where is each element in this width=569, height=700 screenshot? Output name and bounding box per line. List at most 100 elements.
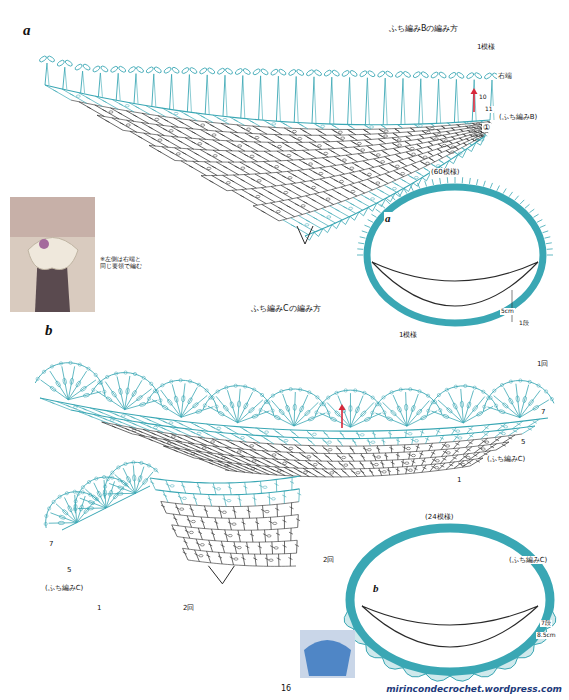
puff-stitch (106, 396, 113, 402)
chain-stitch (479, 135, 483, 137)
chart-note: 2回 (322, 556, 335, 564)
stitch-stroke (204, 162, 228, 175)
stitch-stroke (438, 144, 442, 146)
picot (170, 380, 173, 383)
chain-stitch (182, 497, 186, 499)
stitch-stroke (433, 133, 437, 136)
fringe-bow (278, 68, 287, 76)
stitch-stroke (310, 448, 314, 450)
stitch-stroke (219, 506, 222, 518)
picot (87, 367, 90, 370)
stitch-stroke (190, 422, 208, 431)
chain-stitch (485, 441, 489, 443)
stitch-stroke (174, 448, 203, 460)
picot (519, 379, 522, 382)
chain-stitch (169, 422, 173, 424)
fringe-bow (288, 69, 297, 77)
stitch-stroke (280, 121, 292, 128)
stitch-stroke (230, 117, 245, 125)
fringe-bow (341, 70, 350, 78)
stitch-stroke (171, 136, 194, 149)
stitch-stroke (45, 85, 71, 100)
fringe-tick (537, 220, 542, 223)
chart-note: 7 (540, 408, 546, 416)
stitch-stroke (402, 459, 404, 466)
stitch-stroke (287, 160, 304, 169)
puff-stitch (460, 401, 464, 408)
fringe-bow (448, 71, 457, 79)
stitch-stroke (381, 125, 387, 129)
stitch-stroke (87, 107, 91, 109)
stitch-stroke (163, 494, 167, 496)
picot (154, 468, 157, 471)
chain-stitch (466, 456, 470, 458)
chain-stitch (357, 142, 361, 144)
chain-stitch (307, 456, 311, 458)
chain-stitch (283, 462, 287, 464)
stitch-stroke (269, 165, 273, 167)
stitch-stroke (319, 135, 330, 141)
stitch-stroke (280, 164, 284, 166)
stitch-stroke (283, 123, 287, 125)
stitch-stroke (107, 411, 132, 421)
stitch-stroke (472, 123, 476, 125)
stitch-stroke (123, 413, 147, 423)
fan-spoke (338, 396, 351, 428)
stitch-stroke (322, 158, 336, 166)
stitch-stroke (365, 162, 369, 164)
picot (363, 391, 366, 394)
fan-spoke (272, 400, 294, 426)
puff-stitch (59, 515, 66, 520)
photo (10, 197, 95, 312)
stitch-stroke (115, 414, 119, 416)
fan-spoke (438, 400, 463, 423)
stitch-stroke (307, 438, 316, 446)
stitch-stroke (66, 405, 70, 407)
fan-spoke (393, 395, 407, 426)
stitch-stroke (231, 553, 234, 565)
puff-stitch (91, 494, 98, 501)
stitch-stroke (218, 510, 222, 512)
puff-stitch (70, 378, 74, 385)
stitch-stroke (356, 433, 360, 435)
stitch-stroke (290, 481, 294, 483)
fan-spoke (350, 393, 351, 427)
picot-edge (350, 212, 359, 220)
fringe-bow (484, 72, 493, 80)
chain-stitch (298, 137, 302, 139)
fan-spoke (181, 407, 213, 418)
chart-note: (ふち編みC) (508, 556, 548, 564)
chart-note: ① (482, 123, 491, 132)
chain-stitch (502, 432, 506, 434)
chain-stitch (191, 520, 195, 522)
stitch-stroke (186, 128, 206, 139)
picot (59, 362, 62, 365)
stitch-stroke (131, 416, 135, 418)
fan-spoke (68, 392, 101, 400)
picot (45, 514, 48, 517)
yoke-band (367, 187, 543, 323)
fringe-tick (525, 204, 530, 208)
stitch-stroke (310, 181, 328, 191)
stitch-stroke (295, 204, 299, 206)
picot (81, 491, 84, 494)
stitch-stroke (508, 428, 520, 436)
picot (103, 493, 106, 496)
stitch-stroke (254, 142, 271, 151)
stitch-stroke (430, 138, 434, 140)
fringe-strand (350, 77, 352, 124)
stitch-stroke (303, 130, 307, 132)
stitch-stroke (70, 94, 74, 96)
stitch-stroke (219, 154, 223, 156)
stitch-stroke (267, 461, 271, 463)
stitch-stroke (295, 142, 309, 150)
puff-stitch (502, 402, 509, 409)
stitch-stroke (246, 459, 250, 461)
stitch-stroke (215, 456, 219, 458)
stitch-stroke (207, 551, 211, 563)
stitch-stroke (336, 454, 343, 462)
fringe-bow (242, 68, 251, 76)
picot (454, 385, 457, 388)
stitch-stroke (398, 125, 403, 129)
stitch-stroke (213, 483, 216, 495)
